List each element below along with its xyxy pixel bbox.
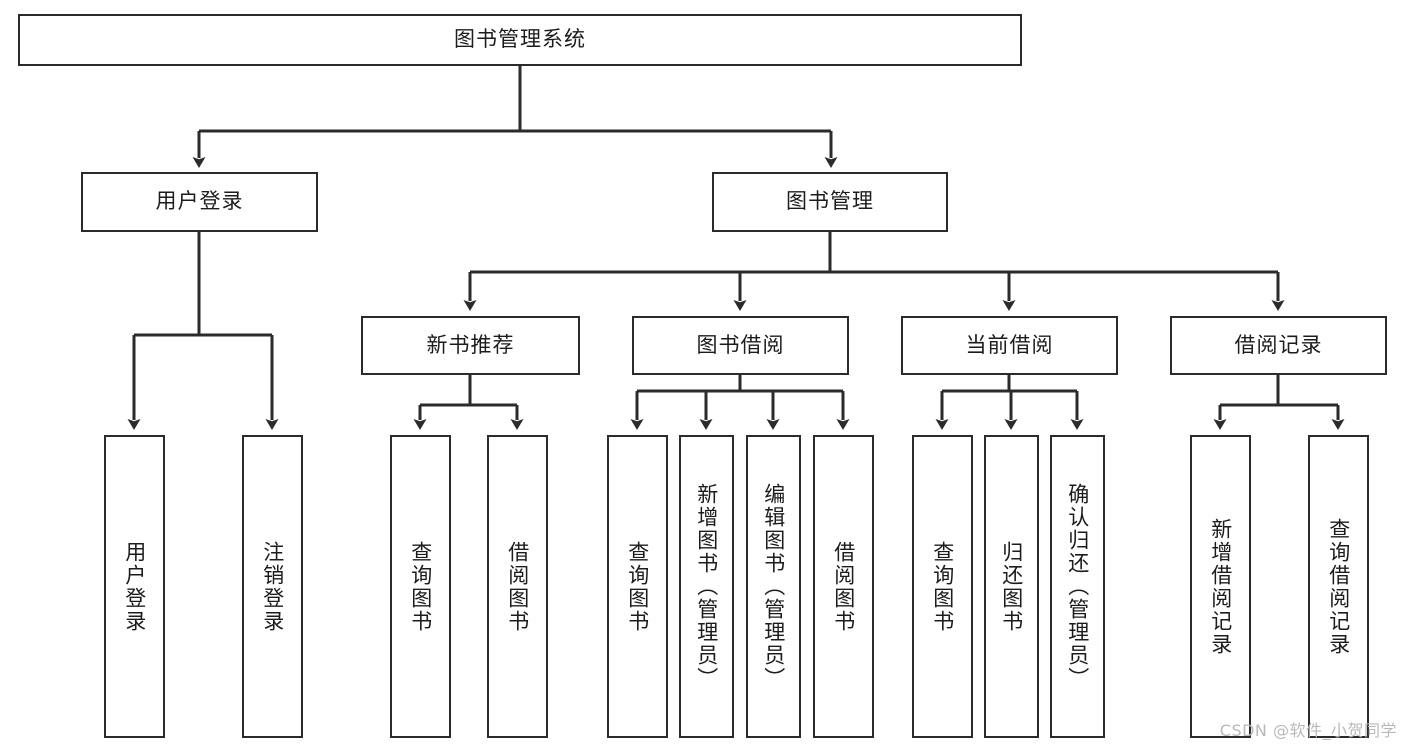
node-borrow-record-label: 借阅记录 xyxy=(1234,332,1323,357)
leaf-borrow-book-rec[interactable]: 借阅图书 xyxy=(487,435,548,738)
leaf-borrow-book-label: 借阅图书 xyxy=(831,540,856,633)
leaf-user-logout[interactable]: 注销登录 xyxy=(242,435,303,738)
node-user-login-label: 用户登录 xyxy=(155,189,244,214)
leaf-confirm-return-label: 确认归还（管理员） xyxy=(1065,483,1090,690)
leaf-add-book-label: 新增图书（管理员） xyxy=(694,483,719,690)
leaf-edit-book-label: 编辑图书（管理员） xyxy=(761,483,786,690)
leaf-query-book-borrow[interactable]: 查询图书 xyxy=(607,435,668,738)
leaf-query-book-rec-label: 查询图书 xyxy=(408,540,433,633)
leaf-edit-book[interactable]: 编辑图书（管理员） xyxy=(746,435,801,738)
leaf-confirm-return[interactable]: 确认归还（管理员） xyxy=(1050,435,1105,738)
node-root-label: 图书管理系统 xyxy=(454,27,586,52)
leaf-borrow-book[interactable]: 借阅图书 xyxy=(813,435,874,738)
leaf-user-logout-label: 注销登录 xyxy=(260,540,285,633)
leaf-add-record[interactable]: 新增借阅记录 xyxy=(1190,435,1251,738)
leaf-query-record-label: 查询借阅记录 xyxy=(1326,517,1351,656)
leaf-query-record[interactable]: 查询借阅记录 xyxy=(1308,435,1369,738)
node-new-book-rec-label: 新书推荐 xyxy=(426,332,515,357)
leaf-query-book-current[interactable]: 查询图书 xyxy=(912,435,973,738)
node-book-borrow-label: 图书借阅 xyxy=(696,332,785,357)
leaf-query-book-borrow-label: 查询图书 xyxy=(625,540,650,633)
node-book-manage-label: 图书管理 xyxy=(786,189,874,214)
leaf-query-book-rec[interactable]: 查询图书 xyxy=(390,435,451,738)
node-borrow-record[interactable]: 借阅记录 xyxy=(1170,316,1387,375)
node-book-borrow[interactable]: 图书借阅 xyxy=(632,316,849,375)
node-current-borrow[interactable]: 当前借阅 xyxy=(901,316,1118,375)
leaf-borrow-book-rec-label: 借阅图书 xyxy=(505,540,530,633)
leaf-user-login-label: 用户登录 xyxy=(122,540,147,633)
leaf-query-book-current-label: 查询图书 xyxy=(930,540,955,633)
leaf-add-book[interactable]: 新增图书（管理员） xyxy=(679,435,734,738)
node-root[interactable]: 图书管理系统 xyxy=(18,14,1022,66)
leaf-return-book[interactable]: 归还图书 xyxy=(984,435,1039,738)
leaf-user-login[interactable]: 用户登录 xyxy=(104,435,165,738)
node-user-login[interactable]: 用户登录 xyxy=(81,172,318,232)
leaf-return-book-label: 归还图书 xyxy=(999,540,1024,633)
node-new-book-rec[interactable]: 新书推荐 xyxy=(361,316,580,375)
node-current-borrow-label: 当前借阅 xyxy=(965,332,1054,357)
node-book-manage[interactable]: 图书管理 xyxy=(712,172,948,232)
leaf-add-record-label: 新增借阅记录 xyxy=(1208,517,1233,656)
